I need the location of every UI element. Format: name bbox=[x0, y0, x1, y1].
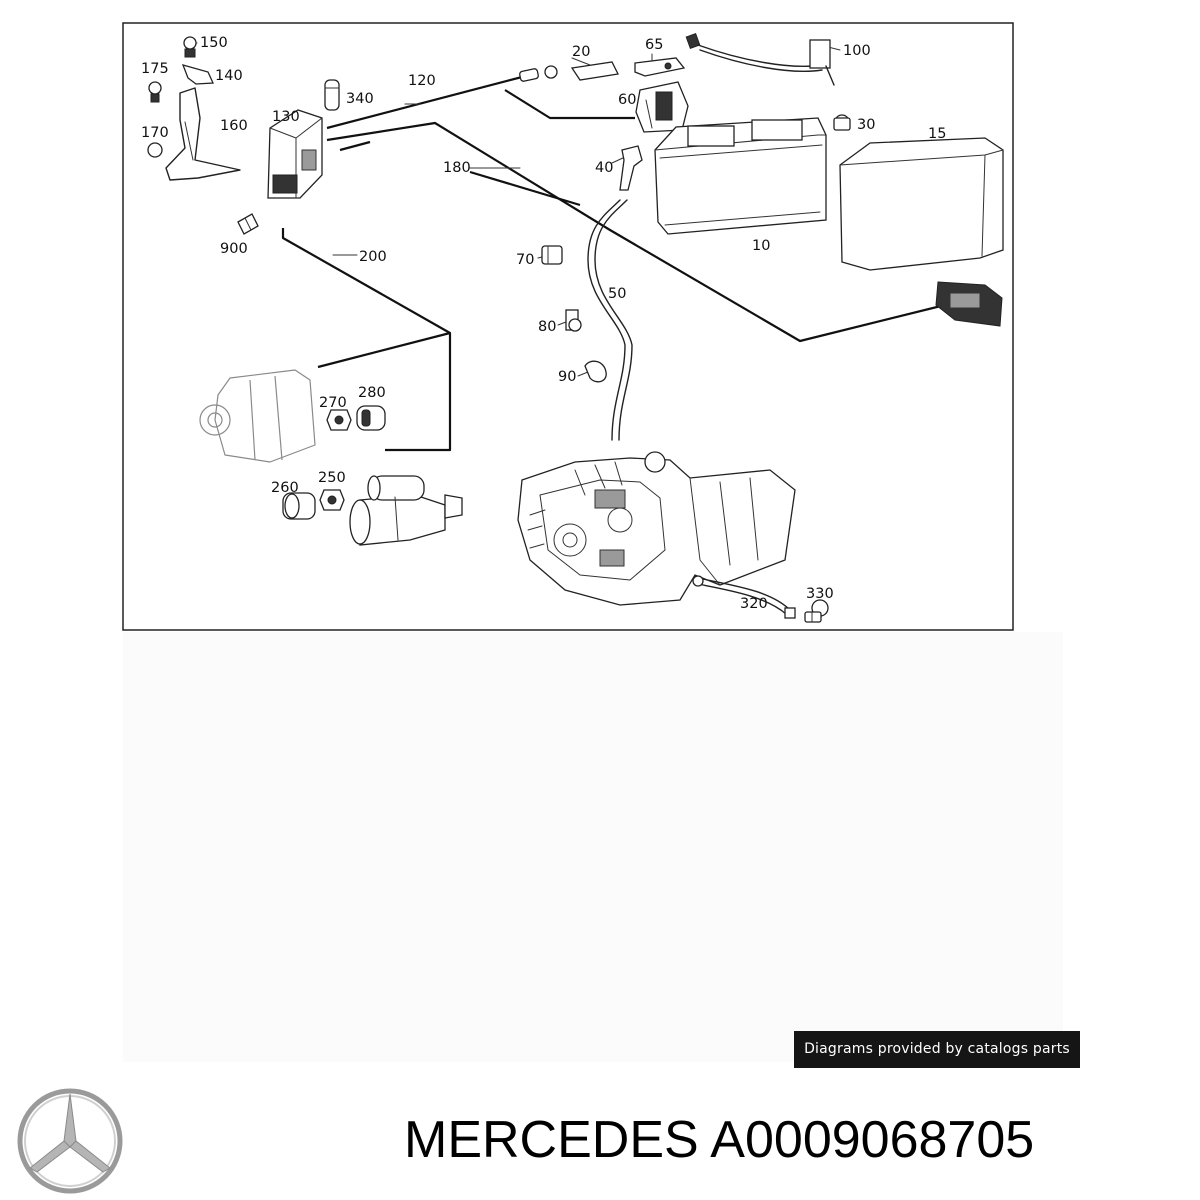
callout-320: 320 bbox=[740, 596, 768, 612]
callout-30: 30 bbox=[857, 117, 875, 133]
callout-900: 900 bbox=[220, 241, 248, 257]
clip-70 bbox=[541, 245, 563, 265]
nut-270 bbox=[326, 409, 352, 431]
control-module bbox=[935, 281, 1003, 327]
boot-280 bbox=[356, 405, 386, 431]
callout-50: 50 bbox=[608, 286, 626, 302]
nut-250 bbox=[319, 489, 345, 511]
callout-15: 15 bbox=[928, 126, 946, 142]
terminal-65 bbox=[634, 57, 686, 77]
callout-65: 65 bbox=[645, 37, 663, 53]
terminal-block-60 bbox=[635, 81, 689, 133]
vent-hose-50 bbox=[587, 199, 633, 441]
callout-40: 40 bbox=[595, 160, 613, 176]
blank-background-band bbox=[123, 632, 1063, 1062]
bolt-330 bbox=[804, 599, 829, 623]
engine-transmission bbox=[517, 451, 796, 606]
callout-60: 60 bbox=[618, 92, 636, 108]
starter-motor bbox=[349, 475, 463, 546]
callout-10: 10 bbox=[752, 238, 770, 254]
callout-330: 330 bbox=[806, 586, 834, 602]
mercedes-star-icon bbox=[17, 1088, 123, 1194]
callout-250: 250 bbox=[318, 470, 346, 486]
callout-120: 120 bbox=[408, 73, 436, 89]
callout-160: 160 bbox=[220, 118, 248, 134]
callout-80: 80 bbox=[538, 319, 556, 335]
callout-200: 200 bbox=[359, 249, 387, 265]
battery-10 bbox=[654, 117, 827, 235]
battery-cover-15 bbox=[839, 137, 1004, 271]
part-number: A0009068705 bbox=[710, 1111, 1035, 1169]
alternator bbox=[199, 369, 316, 463]
credit-badge: Diagrams provided by catalogs parts bbox=[794, 1031, 1080, 1068]
callout-140: 140 bbox=[215, 68, 243, 84]
brand-name: MERCEDES bbox=[404, 1111, 699, 1169]
callout-90: 90 bbox=[558, 369, 576, 385]
fuse-340 bbox=[324, 79, 340, 111]
bolt-30 bbox=[833, 114, 851, 131]
clip-90 bbox=[584, 360, 607, 383]
callout-340: 340 bbox=[346, 91, 374, 107]
callout-180: 180 bbox=[443, 160, 471, 176]
brand-part-number: MERCEDES A0009068705 bbox=[404, 1108, 1194, 1172]
fuse-box-130 bbox=[267, 109, 323, 199]
cover-20 bbox=[570, 61, 619, 81]
bracket-assembly bbox=[147, 36, 241, 181]
holder-80 bbox=[565, 309, 582, 332]
battery-cable-100 bbox=[685, 33, 835, 86]
callout-70: 70 bbox=[516, 252, 534, 268]
callout-20: 20 bbox=[572, 44, 590, 60]
callout-175: 175 bbox=[141, 61, 169, 77]
vent-elbow-40 bbox=[619, 145, 643, 191]
callout-280: 280 bbox=[358, 385, 386, 401]
callout-150: 150 bbox=[200, 35, 228, 51]
cable-end-120 bbox=[519, 65, 558, 82]
ground-cable-320 bbox=[692, 575, 796, 619]
callout-130: 130 bbox=[272, 109, 300, 125]
callout-100: 100 bbox=[843, 43, 871, 59]
callout-260: 260 bbox=[271, 480, 299, 496]
callout-170: 170 bbox=[141, 125, 169, 141]
callout-labels: 150 175 140 340 120 20 65 100 170 160 13… bbox=[141, 35, 946, 612]
callout-270: 270 bbox=[319, 395, 347, 411]
boot-260 bbox=[282, 492, 316, 520]
clip-900 bbox=[237, 213, 259, 235]
leader-lines bbox=[190, 42, 841, 377]
wiring-harness bbox=[281, 75, 946, 452]
